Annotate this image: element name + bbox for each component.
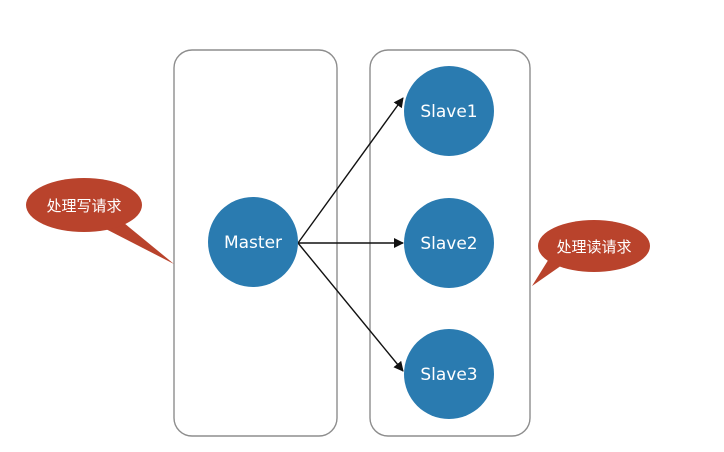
edge-master-slave1 [297, 97, 404, 244]
read-request-callout: 处理读请求 [532, 220, 650, 286]
master-label: Master [224, 233, 282, 253]
write-request-callout: 处理写请求 [26, 178, 174, 264]
read-request-label: 处理读请求 [556, 238, 631, 256]
write-request-label: 处理写请求 [46, 197, 121, 215]
slave2-label: Slave2 [420, 234, 477, 254]
slave2-node: Slave2 [404, 198, 494, 288]
slave1-node: Slave1 [404, 66, 494, 156]
slave3-node: Slave3 [404, 329, 494, 419]
master-node: Master [208, 197, 298, 287]
slave3-label: Slave3 [420, 365, 477, 385]
edge-master-slave3 [297, 242, 404, 372]
slave1-label: Slave1 [420, 102, 477, 122]
